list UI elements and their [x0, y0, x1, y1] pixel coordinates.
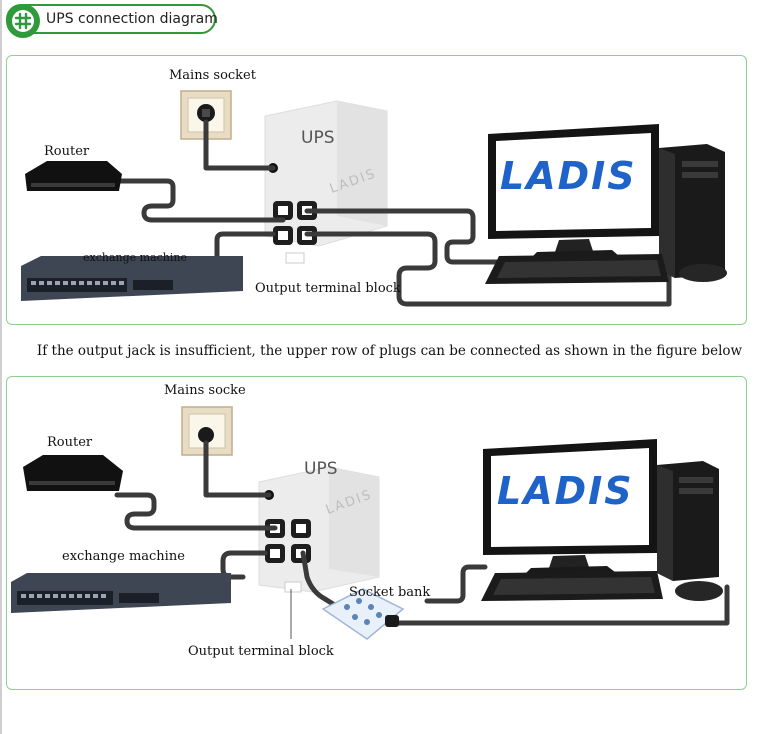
connection-note: If the output jack is insufficient, the …	[36, 343, 743, 359]
mouse-icon	[675, 581, 723, 601]
output-terminal-label: Output terminal block	[188, 644, 334, 659]
diagram-panel-bottom: Mains socke Router exchange machine UPS …	[6, 376, 747, 690]
switch-icon	[11, 573, 231, 613]
monitor-screen-logo: LADIS	[497, 469, 634, 513]
mains-socket-label: Mains socke	[164, 383, 246, 398]
monitor-icon	[488, 124, 659, 258]
router-label: Router	[47, 435, 93, 450]
ups-label: UPS	[301, 128, 335, 148]
output-terminal-label: Output terminal block	[255, 281, 401, 296]
socket-bank-label: Socket bank	[349, 585, 431, 600]
page-title: UPS connection diagram	[46, 11, 218, 27]
cables-bottom	[114, 440, 730, 626]
ups-label: UPS	[304, 459, 338, 479]
cables-top	[104, 119, 672, 307]
hash-icon	[6, 4, 40, 38]
mouse-icon	[679, 264, 727, 282]
switch-label: exchange machine	[62, 549, 185, 564]
router-label: Router	[44, 144, 90, 159]
keyboard-icon	[485, 254, 669, 284]
mains-socket-icon	[181, 406, 233, 456]
mains-socket-label: Mains socket	[169, 68, 256, 83]
router-icon	[23, 455, 123, 491]
switch-icon	[21, 256, 243, 301]
monitor-icon	[483, 439, 657, 574]
keyboard-icon	[481, 571, 663, 601]
section-header: UPS connection diagram	[6, 4, 218, 38]
pc-tower-icon	[659, 144, 725, 278]
monitor-screen-logo: LADIS	[500, 154, 637, 198]
pc-tower-icon	[657, 461, 719, 581]
switch-label: exchange machine	[83, 251, 187, 264]
diagram-panel-top: Mains socket Router exchange machine UPS…	[6, 55, 747, 325]
page-left-rule	[0, 0, 2, 734]
router-icon	[25, 161, 122, 191]
socket-bank-icon	[321, 588, 405, 640]
